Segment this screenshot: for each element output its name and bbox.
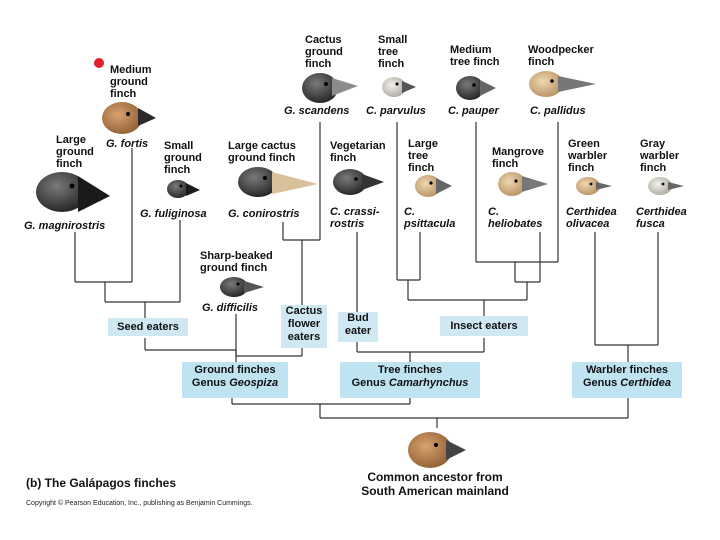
tree-finches-genus: Genus Camarhynchus xyxy=(351,377,469,389)
seed-eaters-box: Seed eaters xyxy=(108,318,188,336)
large-cactus-finch-sci: G. conirostris xyxy=(228,208,300,220)
ground-finches-title: Ground finches xyxy=(194,364,276,376)
bud-eater-box: Bud eater xyxy=(338,312,378,342)
gray-warbler-finch-sci-2: fusca xyxy=(636,218,665,230)
green-warbler-finch-sci-2: olivacea xyxy=(566,218,610,230)
vegetarian-finch-sci-1: C. crassi- xyxy=(330,206,380,218)
cactus-flower-eaters-box: Cactus flower eaters xyxy=(281,305,327,348)
large-tree-finch-sci-1: C. xyxy=(404,206,415,218)
tree-finches-title: Tree finches xyxy=(377,364,443,376)
gray-warbler-finch-label: Gray warbler finch xyxy=(640,138,680,174)
large-tree-finch-sci-2: psittacula xyxy=(404,218,456,230)
small-ground-finch-icon xyxy=(167,180,200,198)
ancestor-line-2: South American mainland xyxy=(361,484,509,498)
small-ground-finch-label: Small ground finch xyxy=(164,140,202,176)
mangrove-finch-sci-2: heliobates xyxy=(488,218,543,230)
highlight-dot xyxy=(94,58,104,68)
large-ground-finch-label: Large ground finch xyxy=(56,134,94,170)
vegetarian-finch-icon xyxy=(333,169,384,195)
copyright-notice: Copyright © Pearson Education, Inc., pub… xyxy=(26,500,253,507)
insect-eaters-box: Insect eaters xyxy=(440,316,528,336)
small-tree-finch-icon xyxy=(382,77,416,97)
large-cactus-ground-finch-icon xyxy=(238,167,318,197)
sharp-beaked-finch-sci: G. difficilis xyxy=(202,302,259,314)
green-warbler-finch-sci-1: Certhidea xyxy=(566,206,617,218)
vegetarian-finch-sci-2: rostris xyxy=(330,218,365,230)
bud-box-line-2: eater xyxy=(344,325,372,337)
green-warbler-finch-icon xyxy=(576,177,612,195)
woodpecker-finch-icon xyxy=(529,71,596,97)
warbler-finches-genus: Genus Certhidea xyxy=(582,377,672,389)
large-tree-finch-icon xyxy=(415,175,452,197)
ancestor-line-1: Common ancestor from xyxy=(367,470,503,484)
ground-finches-box: Ground finches Genus Geospiza xyxy=(182,362,288,398)
figure-caption: (b) The Galápagos finches xyxy=(26,476,177,490)
medium-ground-finch-label: Medium ground finch xyxy=(110,64,152,100)
cactus-ground-finch-icon xyxy=(302,73,358,103)
mangrove-finch-icon xyxy=(498,172,548,196)
green-warbler-finch-label: Green warbler finch xyxy=(568,138,608,174)
cactus-ground-finch-sci: G. scandens xyxy=(284,105,350,117)
large-ground-finch-icon xyxy=(36,172,110,212)
small-ground-finch-sci: G. fuliginosa xyxy=(140,208,207,220)
cactus-box-line-2: flower xyxy=(287,318,321,330)
gray-warbler-finch-icon xyxy=(648,177,684,195)
cactus-ground-finch-label: Cactus ground finch xyxy=(305,34,343,70)
cactus-box-line-3: eaters xyxy=(287,331,321,343)
large-ground-finch-sci: G. magnirostris xyxy=(24,220,106,232)
sharp-beaked-ground-finch-icon xyxy=(220,277,264,297)
warbler-finches-box: Warbler finches Genus Certhidea xyxy=(572,362,682,398)
gray-warbler-finch-sci-1: Certhidea xyxy=(636,206,687,218)
warbler-finches-title: Warbler finches xyxy=(585,364,669,376)
common-ancestor-icon xyxy=(408,432,466,468)
mangrove-finch-sci-1: C. xyxy=(488,206,499,218)
large-tree-finch-label: Large tree finch xyxy=(408,138,438,174)
medium-tree-finch-label: Medium tree finch xyxy=(450,44,500,68)
medium-ground-finch-sci: G. fortis xyxy=(106,138,149,150)
woodpecker-finch-label: Woodpecker finch xyxy=(528,44,594,68)
small-tree-finch-sci: C. parvulus xyxy=(366,105,426,117)
sharp-beaked-finch-label: Sharp-beaked ground finch xyxy=(200,250,273,274)
common-ancestor-label: Common ancestor from South American main… xyxy=(350,470,520,498)
medium-ground-finch-icon xyxy=(102,102,156,134)
woodpecker-finch-sci: C. pallidus xyxy=(530,105,586,117)
mangrove-finch-label: Mangrove finch xyxy=(492,146,544,170)
ground-finches-genus: Genus Geospiza xyxy=(191,377,279,389)
bud-box-line-1: Bud xyxy=(347,312,369,324)
cactus-box-line-1: Cactus xyxy=(285,305,323,317)
large-cactus-finch-label: Large cactus ground finch xyxy=(228,140,296,164)
medium-tree-finch-sci: C. pauper xyxy=(448,105,499,117)
tree-finches-box: Tree finches Genus Camarhynchus xyxy=(340,362,480,398)
small-tree-finch-label: Small tree finch xyxy=(378,34,408,70)
medium-tree-finch-icon xyxy=(456,76,496,100)
vegetarian-finch-label: Vegetarian finch xyxy=(330,140,386,164)
